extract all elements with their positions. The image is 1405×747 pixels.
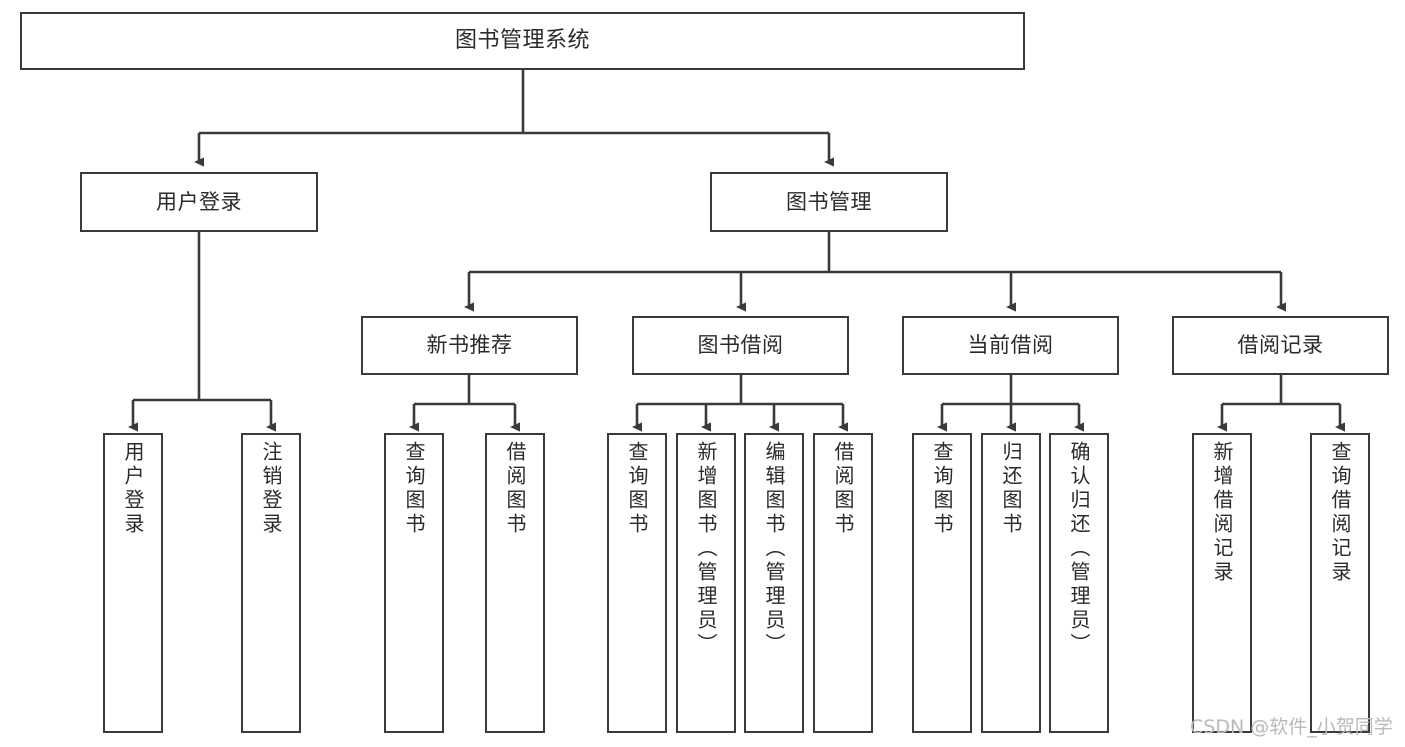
node-label: 确认归还（管理员）	[1067, 441, 1091, 657]
node-label: 借阅图书	[503, 441, 527, 537]
leaf-query-book-borrow[interactable]: 查询图书	[607, 433, 667, 733]
node-label: 归还图书	[999, 441, 1023, 537]
leaf-return-book[interactable]: 归还图书	[981, 433, 1041, 733]
leaf-confirm-return-admin[interactable]: 确认归还（管理员）	[1049, 433, 1109, 733]
node-current-borrow[interactable]: 当前借阅	[902, 316, 1119, 375]
node-new-book-recommend[interactable]: 新书推荐	[361, 316, 578, 375]
node-label: 图书管理系统	[454, 28, 590, 54]
node-user-login[interactable]: 用户登录	[80, 172, 318, 232]
node-label: 图书管理	[786, 189, 872, 214]
node-root-book-management-system[interactable]: 图书管理系统	[20, 12, 1025, 70]
node-label: 借阅图书	[831, 441, 855, 537]
node-book-borrow[interactable]: 图书借阅	[632, 316, 849, 375]
csdn-watermark: CSDN @软件_小贺同学	[1190, 716, 1393, 738]
node-label: 编辑图书（管理员）	[762, 441, 786, 657]
node-label: 查询图书	[402, 441, 426, 537]
node-label: 注销登录	[259, 441, 283, 537]
leaf-query-book-recommend[interactable]: 查询图书	[384, 433, 444, 733]
leaf-logout-login[interactable]: 注销登录	[241, 433, 301, 733]
leaf-add-borrow-record[interactable]: 新增借阅记录	[1192, 433, 1252, 733]
node-label: 新增图书（管理员）	[694, 441, 718, 657]
node-label: 新书推荐	[426, 333, 513, 358]
node-label: 查询图书	[930, 441, 954, 537]
node-label: 查询借阅记录	[1328, 441, 1352, 585]
node-borrow-record[interactable]: 借阅记录	[1172, 316, 1389, 375]
node-book-management[interactable]: 图书管理	[710, 172, 948, 232]
leaf-add-book-admin[interactable]: 新增图书（管理员）	[676, 433, 736, 733]
leaf-query-book-current[interactable]: 查询图书	[912, 433, 972, 733]
leaf-borrow-book[interactable]: 借阅图书	[813, 433, 873, 733]
node-label: 用户登录	[121, 441, 145, 537]
node-label: 图书借阅	[697, 333, 784, 358]
leaf-query-borrow-record[interactable]: 查询借阅记录	[1310, 433, 1370, 733]
node-label: 查询图书	[625, 441, 649, 537]
node-label: 新增借阅记录	[1210, 441, 1234, 585]
leaf-borrow-book-recommend[interactable]: 借阅图书	[485, 433, 545, 733]
leaf-user-login[interactable]: 用户登录	[103, 433, 163, 733]
node-label: 当前借阅	[967, 333, 1054, 358]
leaf-edit-book-admin[interactable]: 编辑图书（管理员）	[744, 433, 804, 733]
node-label: 用户登录	[156, 189, 242, 214]
node-label: 借阅记录	[1237, 333, 1324, 358]
